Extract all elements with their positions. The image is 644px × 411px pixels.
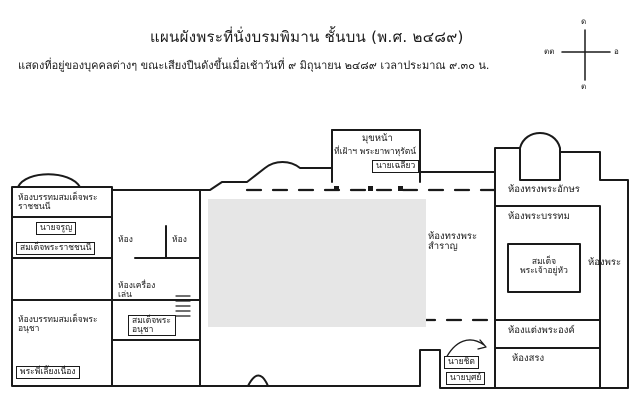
nai-chit-label: นายชิต [444, 356, 479, 369]
compass-west: ตต [544, 47, 555, 56]
somdet-queen-label: สมเด็จพระราชชนนี [16, 242, 96, 255]
arrow-icon [444, 339, 487, 361]
room-left-top-label: ห้องบรรทมสมเด็จพระราชชนนี [18, 193, 98, 212]
room-small-label: ห้อง [118, 235, 133, 245]
room-east-label: ห้องแต่งพระองค์ [508, 325, 575, 336]
porch-note: ที่เฝ้าฯ พระยาพาหุรัตน์ [334, 147, 417, 157]
plan-subtitle: แสดงที่อยู่ของบุคคลต่างๆ ขณะเสียงปืนดังข… [18, 59, 490, 72]
nai-chaleo-label: นายเฉลียว [372, 160, 420, 173]
room-right-label: ห้องพระ [588, 257, 622, 268]
room-left-bottom-label: ห้องบรรทมสมเด็จพระอนุชา [18, 315, 98, 334]
compass-north: ด [581, 17, 587, 26]
east-turret [519, 132, 561, 153]
porch-wall [331, 129, 421, 183]
nai-charoon-label: นายจรูญ [36, 222, 77, 235]
compass-east: อ [614, 47, 619, 56]
stairs-icon [175, 295, 191, 317]
plan-title: แผนผังพระที่นั่งบรมพิมาน ชั้นบน (พ.ศ. ๒๔… [150, 28, 464, 46]
room-small2-label: ห้อง [172, 235, 187, 245]
room-stairs-label: ห้องสรง [512, 353, 545, 364]
somdet-brother-label: สมเด็จพระอนุชา [128, 315, 176, 336]
east-wing-walls [494, 171, 601, 389]
west-turret [17, 173, 81, 188]
west-wing-walls [11, 189, 269, 387]
king-label: สมเด็จพระเจ้าอยู่หัว [520, 257, 568, 276]
bedroom-king-label: ห้องพระบรรทม [508, 211, 570, 222]
hallway-center-label: ห้องทรงพระสำราญ [428, 231, 478, 252]
porch-label: มุขหน้า [362, 133, 393, 144]
nai-butr-label: นายบุศย์ [446, 372, 486, 385]
room-kreuang-label: ห้องเครื่องเล่น [118, 281, 156, 300]
redacted-area [208, 199, 426, 327]
compass-icon [561, 29, 611, 81]
compass-south: ต [581, 82, 587, 91]
nai-chit-boot-label: พระพี่เลี้ยงเนื่อง [16, 366, 80, 379]
hall-main-label: ห้องทรงพระอักษร [508, 184, 580, 195]
